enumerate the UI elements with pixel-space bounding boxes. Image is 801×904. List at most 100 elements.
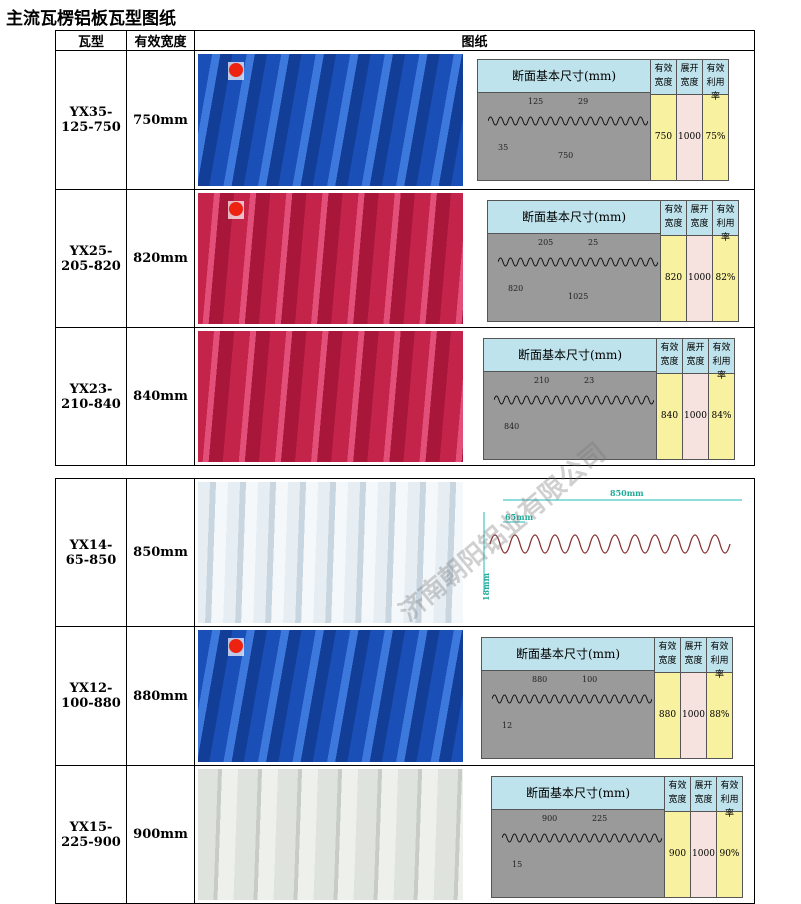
company-logo [228, 638, 244, 656]
profile-wave-icon [492, 694, 652, 704]
header-width: 有效宽度 [126, 30, 195, 51]
effective-width-value: 840 [660, 410, 679, 421]
dimension-label: 1025 [568, 292, 589, 301]
effective-width-value: 820 [664, 272, 683, 283]
dimension-label: 100 [582, 675, 598, 684]
header-type: 瓦型 [55, 30, 127, 51]
dimension-label: 12 [502, 721, 513, 730]
effective-width-col: 有效宽度 900 [665, 777, 691, 897]
spec-section-title: 断面基本尺寸(mm) [482, 638, 655, 671]
col-header: 展开宽度 [681, 638, 706, 673]
dimension-label: 125 [528, 97, 544, 106]
effective-width: 840mm [126, 327, 195, 466]
unfolded-width-value: 1000 [684, 410, 707, 421]
profile-type: YX25-205-820 [55, 189, 127, 328]
effective-width-col: 有效宽度 840 [657, 339, 683, 459]
profile-type: YX35-125-750 [55, 50, 127, 190]
profile-table-2: YX14-65-850 850mm 850mm 65mm 18mm YX12-1… [55, 478, 755, 904]
profile-type: YX15-225-900 [55, 765, 127, 904]
dimension-label: 225 [592, 814, 608, 823]
col-header: 有效宽度 [665, 777, 690, 812]
profile-type: YX23-210-840 [55, 327, 127, 466]
drawing-cell: 850mm 65mm 18mm [194, 478, 755, 627]
product-photo [198, 54, 463, 186]
utilization-value: 88% [709, 709, 730, 720]
profile-wave-icon [498, 257, 658, 267]
col-header: 有效宽度 [655, 638, 680, 673]
effective-width-value: 900 [668, 848, 687, 859]
product-photo [198, 769, 463, 900]
company-logo [228, 201, 244, 219]
dimension-label: 15 [512, 860, 523, 869]
utilization-value: 82% [715, 272, 736, 283]
section-drawing: 880 100 12 [482, 671, 655, 758]
col-header: 有效宽度 [661, 201, 686, 236]
effective-width: 880mm [126, 626, 195, 766]
col-header: 有效利用率 [707, 638, 732, 680]
dimension-label: 750 [558, 151, 574, 160]
dimension-label: 18mm [481, 572, 492, 602]
dimension-label: 880 [532, 675, 548, 684]
company-logo [228, 62, 244, 80]
col-header: 有效利用率 [717, 777, 742, 819]
profile-wave-icon [488, 116, 648, 126]
effective-width: 820mm [126, 189, 195, 328]
dimension-label: 23 [584, 376, 595, 385]
effective-width-col: 有效宽度 880 [655, 638, 681, 758]
profile-type: YX12-100-880 [55, 626, 127, 766]
unfolded-width-col: 展开宽度 1000 [683, 339, 709, 459]
dimension-label: 900 [542, 814, 558, 823]
spec-section-title: 断面基本尺寸(mm) [492, 777, 665, 810]
utilization-col: 有效利用率 88% [707, 638, 732, 758]
col-header: 展开宽度 [691, 777, 716, 812]
product-photo [198, 630, 463, 762]
effective-width: 850mm [126, 478, 195, 627]
col-header: 有效利用率 [709, 339, 734, 381]
dimension-label: 65mm [505, 512, 534, 522]
spec-box: 断面基本尺寸(mm) 900 225 15 有效宽度 900 展开宽度 1000 有效利… [491, 776, 743, 898]
dimension-label: 35 [498, 143, 509, 152]
dimension-label: 205 [538, 238, 554, 247]
dimension-label: 25 [588, 238, 599, 247]
product-photo [198, 331, 463, 462]
col-header: 有效宽度 [651, 60, 676, 95]
col-header: 有效利用率 [703, 60, 728, 102]
utilization-value: 75% [705, 131, 726, 142]
section-drawing: 205 25 820 1025 [488, 234, 661, 321]
effective-width: 900mm [126, 765, 195, 904]
unfolded-width-value: 1000 [692, 848, 715, 859]
effective-width-value: 880 [658, 709, 677, 720]
dimension-label: 210 [534, 376, 550, 385]
profile-wave-icon [494, 395, 654, 405]
spec-section-title: 断面基本尺寸(mm) [488, 201, 661, 234]
table-row: YX25-205-820 820mm 断面基本尺寸(mm) 205 25 820 10… [55, 189, 755, 328]
dimension-label: 820 [508, 284, 524, 293]
col-header: 展开宽度 [683, 339, 708, 374]
profile-drawing: 850mm 65mm 18mm [470, 482, 751, 623]
wave-profile-icon [483, 499, 742, 592]
document-title: 主流瓦楞铝板瓦型图纸 [6, 9, 176, 29]
utilization-col: 有效利用率 90% [717, 777, 742, 897]
section-drawing: 900 225 15 [492, 810, 665, 897]
table-row: YX14-65-850 850mm 850mm 65mm 18mm [55, 478, 755, 627]
col-header: 有效宽度 [657, 339, 682, 374]
utilization-value: 90% [719, 848, 740, 859]
utilization-col: 有效利用率 75% [703, 60, 728, 180]
utilization-value: 84% [711, 410, 732, 421]
product-photo [198, 193, 463, 324]
